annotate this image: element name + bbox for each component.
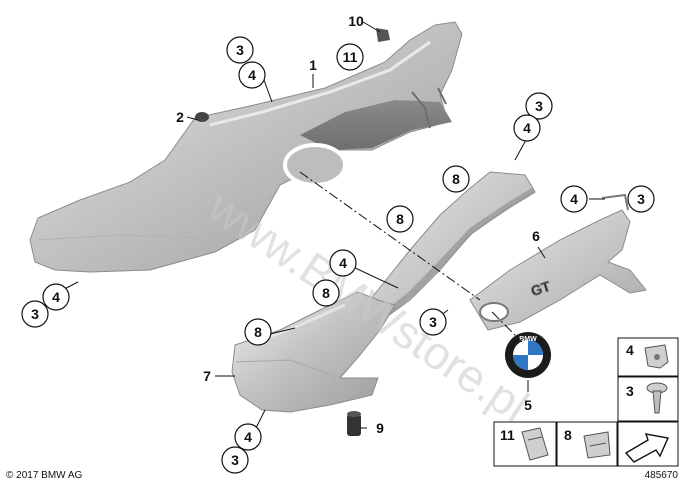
lower-panel-part-7 bbox=[231, 291, 396, 413]
legend-label-8: 8 bbox=[564, 427, 572, 443]
callout-9: 9 bbox=[376, 420, 384, 436]
callout-labels: 10 3 1 11 4 2 3 4 8 4 3 8 6 4 8 3 3 4 8 … bbox=[31, 13, 645, 468]
screw-part-10 bbox=[376, 28, 390, 42]
callout-6: 6 bbox=[532, 228, 540, 244]
callout-4-right: 4 bbox=[523, 120, 531, 136]
diagram-number: 485670 bbox=[645, 470, 679, 481]
grommet-part-2 bbox=[195, 112, 209, 122]
rubber-buffer-part-9 bbox=[347, 411, 361, 436]
callout-10: 10 bbox=[348, 13, 364, 29]
gt-badge-text: GT bbox=[529, 278, 553, 299]
side-panel-part-1 bbox=[29, 21, 463, 273]
copyright-text: © 2017 BMW AG bbox=[6, 470, 83, 481]
callout-3-far: 3 bbox=[637, 191, 645, 207]
callouts bbox=[21, 36, 655, 474]
callout-2: 2 bbox=[176, 109, 184, 125]
callout-3-bot: 3 bbox=[231, 452, 239, 468]
bmw-emblem-part-5: BMW bbox=[505, 332, 551, 378]
legend: 4 3 11 8 bbox=[493, 337, 679, 467]
callout-4-far: 4 bbox=[570, 191, 578, 207]
callout-3-top: 3 bbox=[236, 42, 244, 58]
screw-icon bbox=[646, 382, 668, 414]
callout-3-left: 3 bbox=[31, 306, 39, 322]
callout-4-bot: 4 bbox=[244, 429, 252, 445]
callout-5: 5 bbox=[524, 397, 532, 413]
legend-label-4: 4 bbox=[626, 342, 634, 358]
callout-4-top: 4 bbox=[248, 67, 256, 83]
clip-icon bbox=[521, 427, 549, 461]
callout-4-center: 4 bbox=[339, 255, 347, 271]
callout-4-left: 4 bbox=[52, 289, 60, 305]
gt-badge-panel-part-6: GT bbox=[469, 193, 647, 331]
callout-8-mid: 8 bbox=[452, 171, 460, 187]
assembly-lines bbox=[299, 171, 523, 343]
callout-3-right: 3 bbox=[535, 98, 543, 114]
callout-8-bottom: 8 bbox=[254, 324, 262, 340]
callout-11: 11 bbox=[343, 49, 358, 65]
legend-label-3: 3 bbox=[626, 383, 634, 399]
spring-clip-icon bbox=[583, 431, 611, 459]
callout-8-center: 8 bbox=[396, 211, 404, 227]
clip-nut-icon bbox=[644, 344, 669, 369]
legend-label-11: 11 bbox=[500, 427, 515, 443]
callout-3-center: 3 bbox=[429, 314, 437, 330]
callout-7: 7 bbox=[203, 368, 211, 384]
side-strip-part-8 bbox=[369, 171, 536, 319]
callout-1: 1 bbox=[309, 57, 317, 73]
callout-8-lower: 8 bbox=[322, 285, 330, 301]
svg-text:BMW: BMW bbox=[519, 336, 537, 343]
arrow-symbol-icon bbox=[624, 433, 670, 463]
